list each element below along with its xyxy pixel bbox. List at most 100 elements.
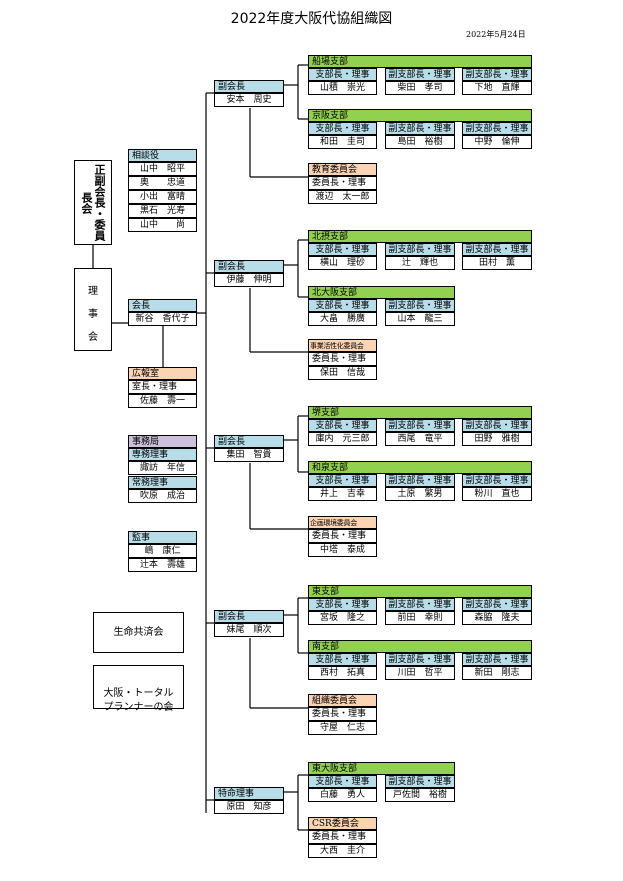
branch-izumi-member-1: 井上 吉幸 (308, 487, 377, 501)
branch-higashi-role-3: 副支部長・理事 (462, 598, 532, 611)
branch-higashi-header: 東支部 (308, 585, 532, 598)
committee-business-member: 保田 信哉 (308, 366, 377, 380)
branch-higashi-member-1: 宮坂 隆之 (308, 611, 377, 625)
life-mutual-aid-label: 生命共済会 (113, 627, 164, 638)
branch-hokusetsu-role-2: 副支部長・理事 (385, 243, 455, 256)
committee-organization-role: 委員長・理事 (308, 707, 377, 721)
advisors-header: 相談役 (128, 149, 197, 162)
committee-planning-member: 中塔 泰成 (308, 543, 377, 557)
auditor-2: 辻本 壽雄 (128, 558, 197, 572)
branch-hokusetsu-header: 北摂支部 (308, 230, 532, 243)
branch-kita-osaka-header: 北大阪支部 (308, 286, 455, 299)
branch-keihan-role-1: 支部長・理事 (308, 122, 377, 135)
branch-keihan-member-2: 島田 裕樹 (385, 135, 455, 149)
branch-sakai-member-3: 田野 雅樹 (462, 432, 532, 446)
committee-education-member: 渡辺 太一郎 (308, 190, 377, 204)
branch-minami-member-1: 西村 拓真 (308, 666, 377, 680)
branch-hokusetsu-member-1: 横山 理砂 (308, 256, 377, 270)
branch-higashi-osaka-member-1: 白藤 勇人 (308, 788, 377, 802)
pr-office-header: 広報室 (128, 367, 197, 380)
committee-organization-member: 守屋 仁志 (308, 721, 377, 735)
advisor-1: 山中 昭平 (128, 162, 197, 176)
committee-csr-member: 大西 圭介 (308, 844, 377, 858)
branch-sakai-member-1: 庫内 元三郎 (308, 432, 377, 446)
branch-sakai-role-2: 副支部長・理事 (385, 419, 455, 432)
branch-higashi-member-3: 森脇 隆夫 (462, 611, 532, 625)
total-planner-label: 大阪・トータル プランナーの会 (103, 688, 174, 713)
branch-minami-role-3: 副支部長・理事 (462, 653, 532, 666)
committee-planning-role: 委員長・理事 (308, 529, 377, 543)
branch-higashi-osaka-header: 東大阪支部 (308, 762, 455, 775)
vice-chair-4-header: 副会長 (214, 610, 284, 623)
committee-csr-header: CSR委員会 (308, 817, 377, 830)
secretariat-role-1: 専務理事 (128, 448, 197, 461)
branch-senba-member-1: 山積 崇光 (308, 81, 377, 95)
branch-izumi-header: 和泉支部 (308, 461, 532, 474)
advisor-5: 山中 尚 (128, 218, 197, 232)
pr-office-role: 室長・理事 (128, 380, 197, 394)
pr-office-name: 佐藤 壽一 (128, 394, 197, 408)
branch-hokusetsu-member-3: 田村 薫 (462, 256, 532, 270)
advisor-2: 奥 忠道 (128, 176, 197, 190)
branch-senba-role-1: 支部長・理事 (308, 68, 377, 81)
board-char-2: 事 (88, 309, 98, 320)
branch-higashi-osaka-role-2: 副支部長・理事 (385, 775, 455, 788)
advisor-4: 黒石 光寿 (128, 204, 197, 218)
committee-organization-header: 組織委員会 (308, 694, 377, 707)
branch-izumi-role-1: 支部長・理事 (308, 474, 377, 487)
branch-senba-member-2: 柴田 孝司 (385, 81, 455, 95)
life-mutual-aid-box: 生命共済会 (93, 612, 184, 653)
date-label: 2022年5月24日 (466, 30, 526, 39)
board-char-1: 理 (88, 286, 98, 297)
executives-box: 正副会長・委員長会 (74, 160, 112, 245)
secretariat-header: 事務局 (128, 435, 197, 448)
branch-kita-osaka-member-1: 大畠 勝廣 (308, 312, 377, 326)
secretariat-name-2: 吹原 成治 (128, 489, 197, 503)
board-box: 理 事 会 (74, 268, 112, 351)
branch-minami-member-2: 川田 哲平 (385, 666, 455, 680)
auditors-header: 監事 (128, 531, 197, 544)
auditor-1: 嶋 康仁 (128, 544, 197, 558)
vice-chair-3-header: 副会長 (214, 435, 284, 448)
branch-keihan-header: 京阪支部 (308, 109, 532, 122)
branch-hokusetsu-member-2: 辻 輝也 (385, 256, 455, 270)
vice-chair-3-name: 集田 智貴 (214, 448, 284, 462)
vice-chair-1-header: 副会長 (214, 80, 284, 93)
special-director-name: 原田 知彦 (214, 800, 284, 814)
branch-senba-role-3: 副支部長・理事 (462, 68, 532, 81)
committee-education-role: 委員長・理事 (308, 176, 377, 190)
branch-hokusetsu-role-3: 副支部長・理事 (462, 243, 532, 256)
branch-sakai-member-2: 西尾 竜平 (385, 432, 455, 446)
branch-kita-osaka-role-2: 副支部長・理事 (385, 299, 455, 312)
chair-name: 新谷 香代子 (128, 312, 197, 326)
secretariat-name-1: 諏訪 年信 (128, 461, 197, 475)
branch-hokusetsu-role-1: 支部長・理事 (308, 243, 377, 256)
branch-higashi-member-2: 前田 幸則 (385, 611, 455, 625)
branch-minami-role-1: 支部長・理事 (308, 653, 377, 666)
branch-izumi-role-2: 副支部長・理事 (385, 474, 455, 487)
vice-chair-2-name: 伊藤 伸明 (214, 273, 284, 287)
vice-chair-4-name: 妹尾 順次 (214, 623, 284, 637)
branch-keihan-role-2: 副支部長・理事 (385, 122, 455, 135)
branch-higashi-role-2: 副支部長・理事 (385, 598, 455, 611)
branch-sakai-header: 堺支部 (308, 406, 532, 419)
branch-minami-member-3: 新田 剛志 (462, 666, 532, 680)
committee-planning-header: 企画環境委員会 (308, 516, 377, 529)
committee-education-header: 教育委員会 (308, 163, 377, 176)
branch-minami-header: 南支部 (308, 640, 532, 653)
special-director-header: 特命理事 (214, 787, 284, 800)
secretariat-role-2: 常務理事 (128, 476, 197, 489)
vice-chair-2-header: 副会長 (214, 260, 284, 273)
vice-chair-1-name: 安本 周史 (214, 93, 284, 107)
branch-izumi-member-2: 土原 繁男 (385, 487, 455, 501)
branch-kita-osaka-role-1: 支部長・理事 (308, 299, 377, 312)
branch-izumi-role-3: 副支部長・理事 (462, 474, 532, 487)
committee-csr-role: 委員長・理事 (308, 830, 377, 844)
branch-sakai-role-3: 副支部長・理事 (462, 419, 532, 432)
branch-senba-header: 船場支部 (308, 55, 532, 68)
chair-header: 会長 (128, 299, 197, 312)
committee-business-header: 事業活性化委員会 (308, 339, 377, 352)
branch-higashi-role-1: 支部長・理事 (308, 598, 377, 611)
